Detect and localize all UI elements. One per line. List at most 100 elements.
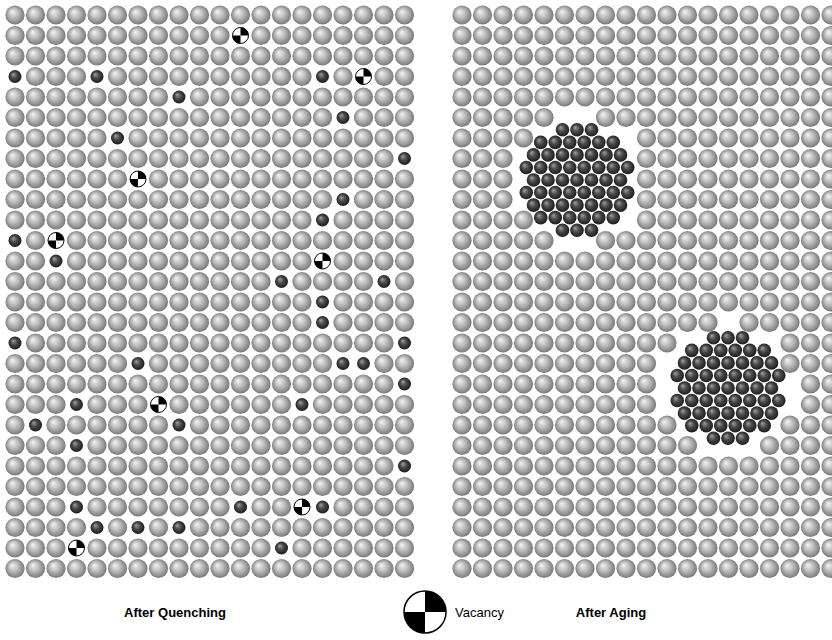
host-atom xyxy=(493,67,512,86)
host-atom xyxy=(190,26,209,45)
host-atom xyxy=(821,354,832,373)
host-atom xyxy=(128,538,147,557)
vacancy-disc xyxy=(315,253,331,269)
host-atom xyxy=(493,292,512,311)
host-atom xyxy=(596,46,615,65)
solute-atom xyxy=(337,111,350,124)
host-atom xyxy=(821,46,832,65)
host-atom xyxy=(272,46,291,65)
vacancy-quarter xyxy=(302,499,310,507)
host-atom xyxy=(108,436,127,455)
host-atom xyxy=(374,354,393,373)
host-atom xyxy=(26,313,45,332)
host-atom xyxy=(149,210,168,229)
host-atom xyxy=(534,5,553,24)
host-atom xyxy=(251,210,270,229)
vacancy-quarter xyxy=(77,540,85,548)
host-atom xyxy=(149,272,168,291)
host-atom xyxy=(149,415,168,434)
host-atom xyxy=(534,108,553,127)
host-atom xyxy=(780,477,799,496)
host-atom xyxy=(313,354,332,373)
host-atom xyxy=(452,333,471,352)
host-atom xyxy=(149,128,168,147)
host-atom xyxy=(760,26,779,45)
precipitate-atom xyxy=(714,344,728,358)
precipitate-atom xyxy=(772,394,786,408)
vacancy xyxy=(315,253,331,269)
precipitate-atom xyxy=(556,148,570,162)
host-atom xyxy=(5,538,24,557)
host-atom xyxy=(46,538,65,557)
precipitate-atom xyxy=(743,419,757,433)
host-atom xyxy=(128,333,147,352)
host-atom xyxy=(333,210,352,229)
host-atom xyxy=(493,354,512,373)
host-atom xyxy=(354,108,373,127)
host-atom xyxy=(780,497,799,516)
host-atom xyxy=(169,354,188,373)
solute-atom xyxy=(173,419,186,432)
host-atom xyxy=(657,210,676,229)
host-atom xyxy=(575,87,594,106)
host-atom xyxy=(251,354,270,373)
host-atom xyxy=(575,477,594,496)
host-atom xyxy=(333,231,352,250)
host-atom xyxy=(149,354,168,373)
host-atom xyxy=(149,559,168,578)
host-atom xyxy=(616,313,635,332)
host-atom xyxy=(698,108,717,127)
host-atom xyxy=(452,190,471,209)
vacancy xyxy=(233,28,249,44)
host-atom xyxy=(780,518,799,537)
vacancy-disc xyxy=(48,233,64,249)
host-atom xyxy=(333,497,352,516)
host-atom xyxy=(555,313,574,332)
host-atom xyxy=(637,497,656,516)
host-atom xyxy=(395,497,414,516)
host-atom xyxy=(67,46,86,65)
host-atom xyxy=(821,559,832,578)
host-atom xyxy=(354,128,373,147)
host-atom xyxy=(87,333,106,352)
host-atom xyxy=(5,169,24,188)
host-atom xyxy=(190,87,209,106)
precipitate-atom xyxy=(606,136,620,150)
host-atom xyxy=(534,497,553,516)
precipitate-atom xyxy=(750,356,764,370)
host-atom xyxy=(128,5,147,24)
host-atom xyxy=(251,538,270,557)
host-atom xyxy=(313,149,332,168)
host-atom xyxy=(493,436,512,455)
host-atom xyxy=(514,477,533,496)
host-atom xyxy=(108,456,127,475)
host-atom xyxy=(292,46,311,65)
host-atom xyxy=(637,456,656,475)
host-atom xyxy=(678,231,697,250)
host-atom xyxy=(698,497,717,516)
host-atom xyxy=(719,231,738,250)
host-atom xyxy=(108,169,127,188)
host-atom xyxy=(473,190,492,209)
host-atom xyxy=(739,477,758,496)
host-atom xyxy=(231,108,250,127)
host-atom xyxy=(698,518,717,537)
host-atom xyxy=(534,231,553,250)
host-atom xyxy=(821,395,832,414)
host-atom xyxy=(231,436,250,455)
host-atom xyxy=(374,456,393,475)
host-atom xyxy=(169,436,188,455)
host-atom xyxy=(739,67,758,86)
host-atom xyxy=(26,46,45,65)
host-atom xyxy=(67,415,86,434)
host-atom xyxy=(26,538,45,557)
host-atom xyxy=(149,87,168,106)
host-atom xyxy=(493,395,512,414)
host-atom xyxy=(760,169,779,188)
precipitate-atom xyxy=(614,173,628,187)
host-atom xyxy=(473,169,492,188)
host-atom xyxy=(231,5,250,24)
host-atom xyxy=(555,251,574,270)
host-atom xyxy=(473,108,492,127)
host-atom xyxy=(374,210,393,229)
